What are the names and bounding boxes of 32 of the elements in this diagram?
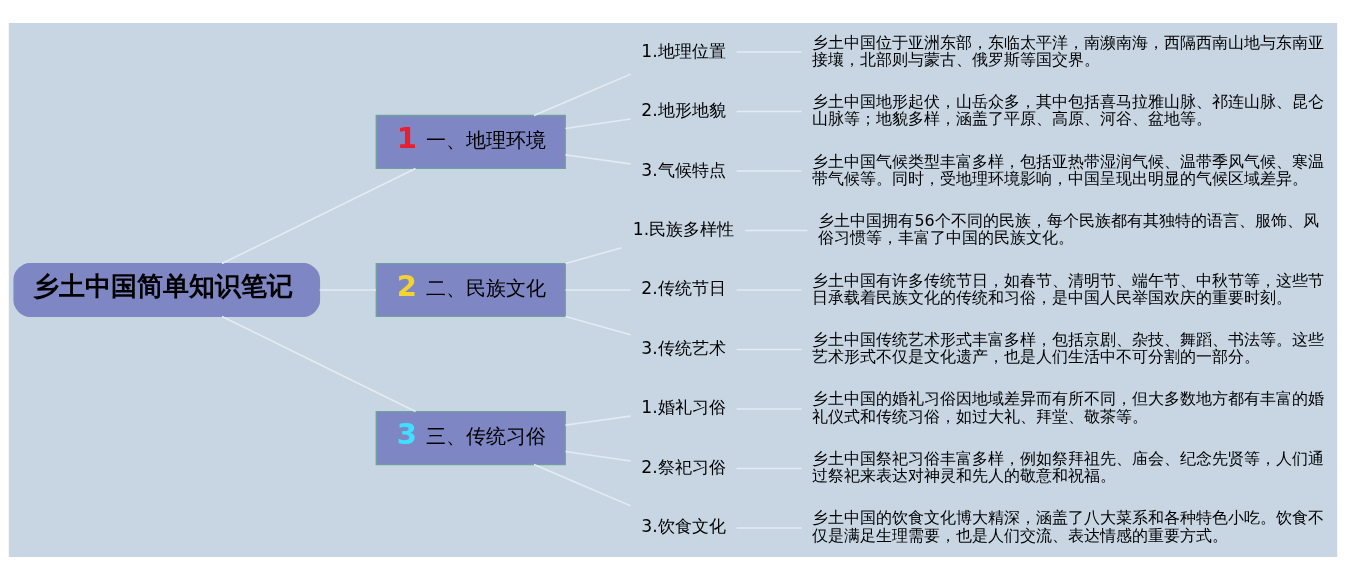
node-text: 乡土中国的婚礼习俗因地域差异而有所不同，但大多数地方都有丰富的婚礼仪式和传统习俗，如过大礼、拜堂、敬茶等。 — [812, 389, 1325, 426]
connector — [221, 315, 417, 413]
node-text: 乡土中国的饮食文化博大精深，涵盖了八大菜系和各种特色小吃。饮食不仅是满足生理需要，也是人们交流、表达情感的重要方式。 — [812, 508, 1325, 545]
node-text: 乡土中国拥有56个不同的民族，每个民族都有其独特的语言、服饰、风俗习惯等，丰富了中国的民族文化。 — [818, 211, 1319, 248]
connector — [564, 315, 632, 336]
node-text: 乡土中国祭祀习俗丰富多样，例如祭拜祖先、庙会、纪念先贤等，人们通过祭祀来表达对神灵和先人的敬意和祝福。 — [812, 448, 1325, 486]
node-text: 乡土中国气候类型丰富多样，包括亚热带湿润气候、温带季风气候、寒温带气候等。同时，受地理环境影响，中国呈现出明显的气候区域差异。 — [812, 151, 1325, 188]
node-text: 2.祭祀习俗 — [641, 456, 726, 477]
node-text: 3.传统艺术 — [641, 337, 726, 358]
connector — [564, 415, 632, 426]
connector — [564, 118, 632, 130]
connector — [533, 463, 632, 507]
node-text: 乡土中国有许多传统节日，如春节、清明节、端午节、中秋节等，这些节日承载着民族文化的传统和习俗，是中国人民举国欢庆的重要时刻。 — [812, 270, 1325, 307]
connector — [564, 246, 623, 265]
node-text: 3.气候特点 — [641, 159, 726, 180]
node-text: 3.饮食文化 — [641, 516, 726, 537]
node-text: 2.传统节日 — [641, 278, 726, 299]
connector — [533, 73, 632, 117]
connector — [564, 154, 632, 165]
node-text: 乡土中国位于亚洲东部，东临太平洋，南濒南海，西隔西南山地与东南亚接壤，北部则与蒙古、俄罗斯等国交界。 — [812, 32, 1325, 69]
node-text: 1.民族多样性 — [632, 219, 735, 240]
node-text: 1.地理位置 — [641, 40, 726, 61]
node-box: 3 三、传统习俗 — [375, 410, 566, 466]
node-box: 乡土中国简单知识笔记 — [13, 262, 321, 318]
connector — [221, 167, 417, 265]
node-text: 2.地形地貌 — [641, 100, 726, 121]
connector — [564, 450, 632, 462]
node-box: 1 一、地理环境 — [375, 114, 566, 170]
node-text: 1.婚礼习俗 — [641, 397, 726, 418]
node-text: 乡土中国传统艺术形式丰富多样，包括京剧、杂技、舞蹈、书法等。这些艺术形式不仅是文化遗产，也是人们生活中不可分割的一部分。 — [812, 329, 1325, 367]
node-text: 乡土中国地形起伏，山岳众多，其中包括喜马拉雅山脉、祁连山脉、昆仑山脉等；地貌多样，涵盖了平原、高原、河谷、盆地等。 — [812, 92, 1325, 129]
node-box: 2 二、民族文化 — [375, 262, 566, 318]
